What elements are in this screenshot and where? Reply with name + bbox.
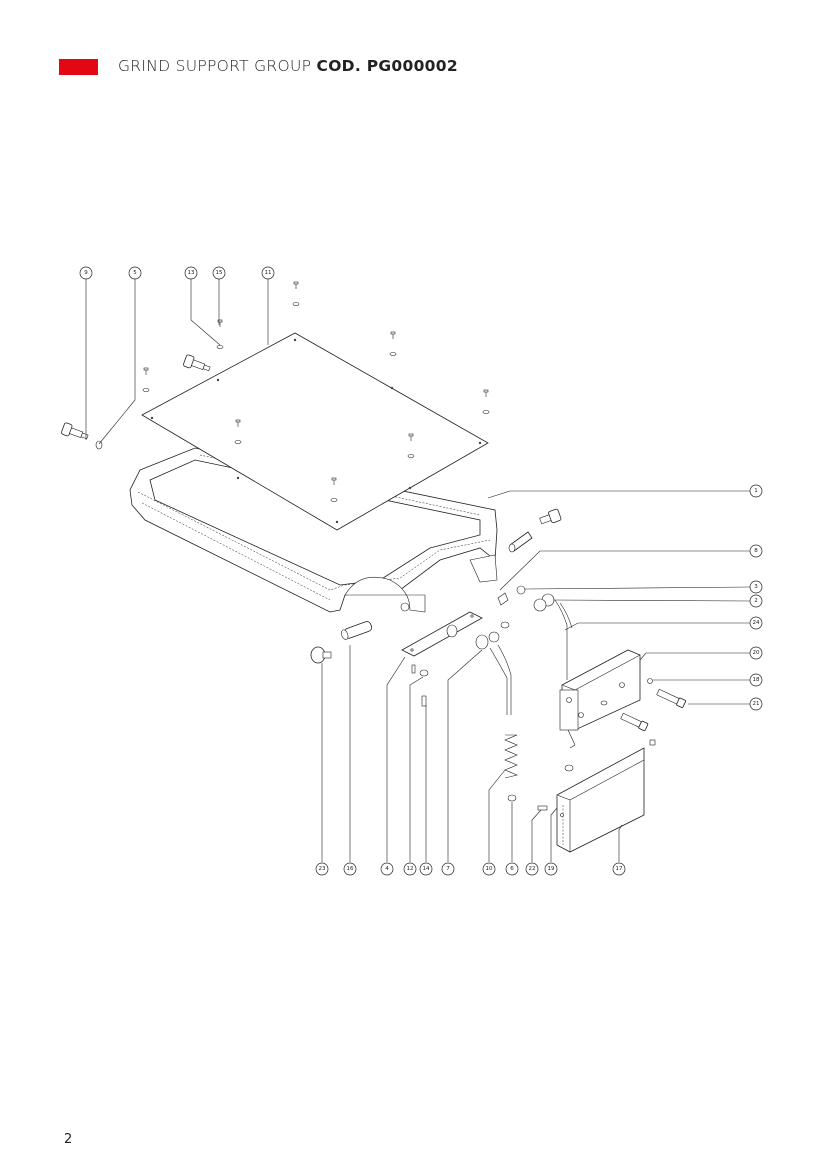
svg-text:3: 3 — [754, 584, 758, 590]
svg-text:9: 9 — [84, 270, 88, 276]
callout-8: 8 — [749, 544, 763, 558]
callout-13: 13 — [184, 266, 198, 280]
callout-23: 23 — [315, 862, 329, 876]
callout-5: 5 — [128, 266, 142, 280]
callout-9: 9 — [79, 266, 93, 280]
callout-7: 7 — [441, 862, 455, 876]
svg-text:16: 16 — [347, 866, 354, 872]
right-side-parts — [497, 508, 687, 853]
header-accent-bar — [59, 59, 98, 75]
callout-15: 15 — [212, 266, 226, 280]
callout-24: 24 — [749, 616, 763, 630]
svg-text:1: 1 — [754, 488, 758, 494]
svg-text:21: 21 — [753, 701, 760, 707]
callout-21: 21 — [749, 697, 763, 711]
svg-text:19: 19 — [548, 866, 555, 872]
base-frame — [129, 447, 498, 613]
callout-10: 10 — [482, 862, 496, 876]
lower-parts — [310, 611, 518, 779]
svg-text:20: 20 — [753, 650, 760, 656]
svg-text:17: 17 — [616, 866, 623, 872]
svg-text:2: 2 — [754, 598, 758, 604]
callout-14: 14 — [419, 862, 433, 876]
left-knobs — [61, 354, 211, 450]
svg-text:4: 4 — [385, 866, 389, 872]
callout-1: 1 — [749, 484, 763, 498]
callout-18: 18 — [749, 673, 763, 687]
top-plate — [141, 332, 489, 531]
title-code: COD. PG000002 — [316, 57, 458, 75]
callout-20: 20 — [749, 646, 763, 660]
svg-text:10: 10 — [486, 866, 493, 872]
title-text: GRIND SUPPORT GROUP — [118, 57, 312, 75]
callout-16: 16 — [343, 862, 357, 876]
svg-text:14: 14 — [423, 866, 430, 872]
svg-text:11: 11 — [265, 270, 272, 276]
callout-19: 19 — [544, 862, 558, 876]
svg-text:15: 15 — [216, 270, 223, 276]
leader-lines — [85, 279, 751, 862]
svg-text:23: 23 — [319, 866, 326, 872]
callout-6: 6 — [505, 862, 519, 876]
svg-text:12: 12 — [407, 866, 414, 872]
callout-3: 3 — [749, 580, 763, 594]
svg-text:7: 7 — [446, 866, 450, 872]
svg-text:22: 22 — [529, 866, 536, 872]
plate-screws — [142, 281, 490, 502]
callout-11: 11 — [261, 266, 275, 280]
page-title: GRIND SUPPORT GROUP COD. PG000002 — [118, 57, 458, 75]
callout-4: 4 — [380, 862, 394, 876]
page-number: 2 — [64, 1132, 73, 1147]
svg-text:13: 13 — [188, 270, 195, 276]
svg-text:6: 6 — [510, 866, 514, 872]
callout-2: 2 — [749, 594, 763, 608]
callout-12: 12 — [403, 862, 417, 876]
svg-text:24: 24 — [753, 620, 760, 626]
callout-17: 17 — [612, 862, 626, 876]
svg-text:18: 18 — [753, 677, 760, 683]
callout-22: 22 — [525, 862, 539, 876]
svg-text:8: 8 — [754, 548, 758, 554]
svg-text:5: 5 — [133, 270, 137, 276]
